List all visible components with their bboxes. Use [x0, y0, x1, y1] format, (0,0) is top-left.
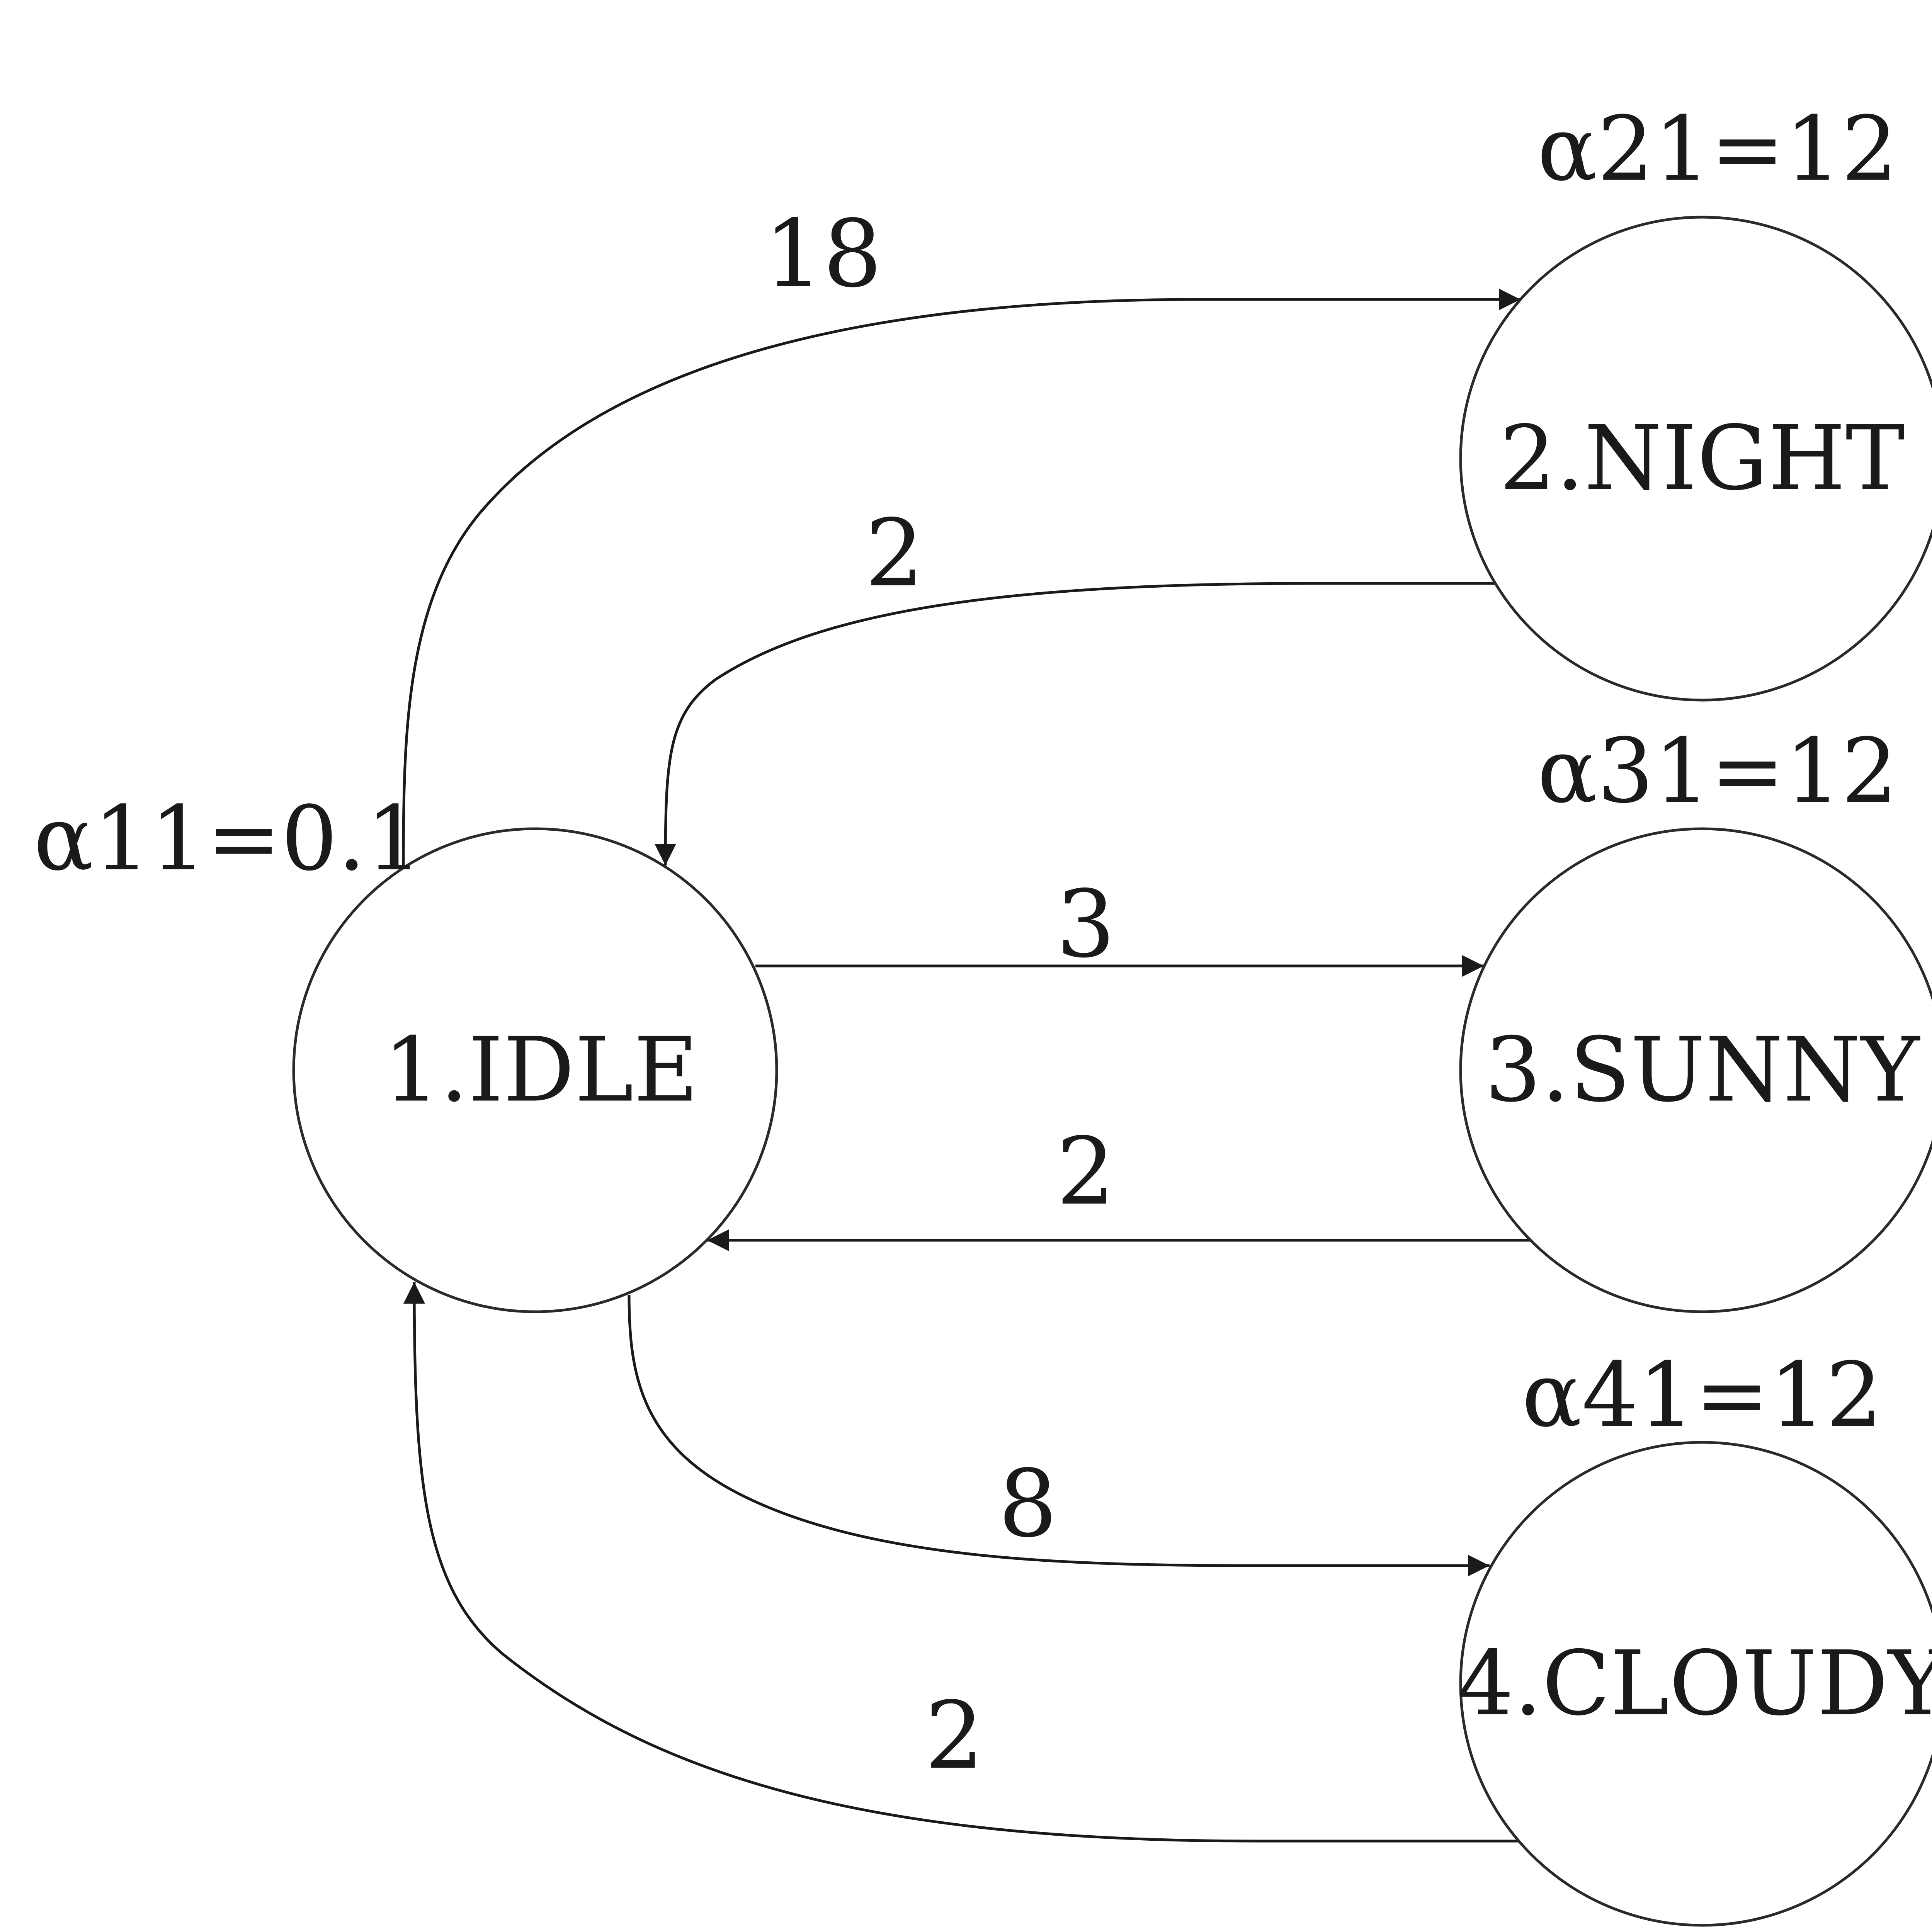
node-night: 2.NIGHT	[1459, 216, 1932, 702]
rate-label-sunny: α31=12	[1537, 720, 1898, 823]
node-idle: 1.IDLE	[292, 827, 778, 1313]
edge-label-idle-to-sunny: 3	[1056, 870, 1116, 978]
node-idle-label: 1.IDLE	[383, 1019, 698, 1122]
node-cloudy-circle	[1459, 1441, 1932, 1927]
edge-label-cloudy-to-idle: 2	[925, 1681, 984, 1790]
edge-label-idle-to-night: 18	[764, 200, 882, 308]
edge-cloudy-to-idle	[403, 1282, 1519, 1843]
node-sunny-circle	[1459, 827, 1932, 1313]
rate-label-night: α21=12	[1537, 98, 1898, 201]
edge-idle-to-cloudy	[628, 1295, 1490, 1576]
rate-label-idle: α11=0.1	[34, 787, 422, 891]
edge-label-night-to-idle: 2	[865, 499, 924, 607]
edge-label-idle-to-cloudy: 8	[998, 1450, 1058, 1558]
node-sunny-label: 3.SUNNY	[1485, 1019, 1920, 1122]
rate-label-cloudy: α41=12	[1522, 1344, 1882, 1447]
node-cloudy-label: 4.CLOUDY	[1458, 1632, 1932, 1736]
node-idle-circle	[292, 827, 778, 1313]
node-sunny: 3.SUNNY	[1459, 827, 1932, 1313]
node-night-circle	[1459, 216, 1932, 702]
node-night-label: 2.NIGHT	[1499, 407, 1905, 510]
node-cloudy: 4.CLOUDY	[1458, 1441, 1932, 1927]
edge-label-sunny-to-idle: 2	[1056, 1117, 1116, 1226]
edge-idle-to-night	[402, 289, 1520, 866]
edge-night-to-idle	[655, 582, 1495, 866]
